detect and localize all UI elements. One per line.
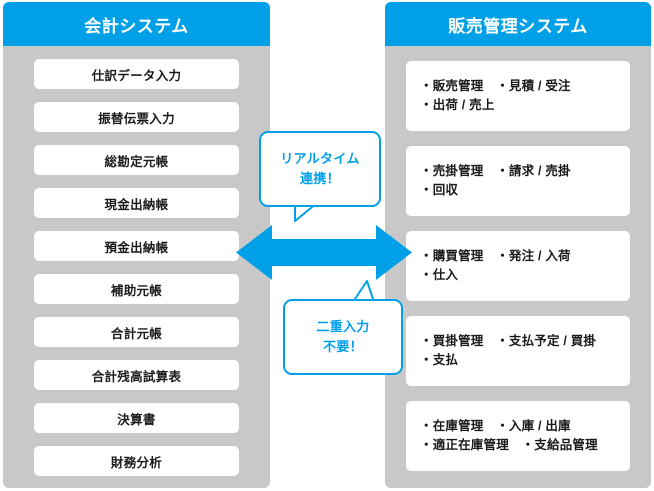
list-item[interactable]: ・売掛管理 ・請求 / 売掛 ・回収 — [406, 146, 630, 216]
list-item-label: 決算書 — [117, 412, 156, 427]
sales-management-system-panel: 販売管理システム ・販売管理 ・見積 / 受注 ・出荷 / 売上 ・売掛管理 ・… — [385, 2, 651, 488]
list-item[interactable]: 現金出納帳 — [34, 188, 239, 218]
accounting-function-list: 仕訳データ入力 振替伝票入力 総勘定元帳 現金出納帳 預金出納帳 補助元帳 合計… — [3, 46, 270, 476]
card-line-2: ・回収 — [420, 183, 459, 197]
callout-line-2: 不要！ — [323, 339, 363, 354]
accounting-system-header: 会計システム — [3, 2, 270, 46]
realtime-link-callout: リアルタイム 連携！ — [259, 131, 383, 223]
card-line-1: ・販売管理 ・見積 / 受注 — [420, 79, 571, 93]
no-double-entry-callout: 二重入力 不要！ — [283, 280, 405, 375]
list-item[interactable]: 合計元帳 — [34, 317, 239, 347]
list-item[interactable]: ・在庫管理 ・入庫 / 出庫 ・適正在庫管理 ・支給品管理 — [406, 401, 630, 471]
list-item[interactable]: 財務分析 — [34, 446, 239, 476]
sales-management-system-header: 販売管理システム — [385, 2, 651, 46]
list-item[interactable]: ・買掛管理 ・支払予定 / 買掛 ・支払 — [406, 316, 630, 386]
callout-balloon: リアルタイム 連携！ — [259, 131, 381, 207]
list-item[interactable]: ・販売管理 ・見積 / 受注 ・出荷 / 売上 — [406, 61, 630, 131]
list-item-label: 合計元帳 — [110, 326, 163, 341]
list-item-label: 補助元帳 — [110, 283, 163, 298]
card-line-1: ・売掛管理 ・請求 / 売掛 — [420, 164, 571, 178]
card-line-1: ・買掛管理 ・支払予定 / 買掛 — [420, 334, 597, 348]
list-item-label: 総勘定元帳 — [104, 154, 169, 169]
list-item-label: 仕訳データ入力 — [91, 68, 182, 83]
accounting-system-panel: 会計システム 仕訳データ入力 振替伝票入力 総勘定元帳 現金出納帳 預金出納帳 … — [3, 2, 270, 488]
list-item[interactable]: 預金出納帳 — [34, 231, 239, 261]
card-line-2: ・仕入 — [420, 268, 459, 282]
callout-line-1: リアルタイム — [280, 151, 360, 166]
card-line-1: ・購買管理 ・発注 / 入荷 — [420, 249, 571, 263]
sales-function-card-list: ・販売管理 ・見積 / 受注 ・出荷 / 売上 ・売掛管理 ・請求 / 売掛 ・… — [385, 46, 651, 471]
list-item[interactable]: 仕訳データ入力 — [34, 59, 239, 89]
list-item-label: 合計残高試算表 — [91, 369, 182, 384]
list-item-label: 現金出納帳 — [104, 197, 169, 212]
list-item[interactable]: 総勘定元帳 — [34, 145, 239, 175]
card-line-2: ・出荷 / 売上 — [420, 98, 495, 112]
double-arrow-horizontal-icon — [236, 225, 412, 280]
card-line-2: ・支払 — [420, 353, 459, 367]
callout-balloon: 二重入力 不要！ — [283, 299, 403, 375]
callout-line-1: 二重入力 — [316, 319, 370, 334]
card-line-1: ・在庫管理 ・入庫 / 出庫 — [420, 419, 571, 433]
list-item[interactable]: 振替伝票入力 — [34, 102, 239, 132]
list-item[interactable]: ・購買管理 ・発注 / 入荷 ・仕入 — [406, 231, 630, 301]
list-item[interactable]: 合計残高試算表 — [34, 360, 239, 390]
sales-management-system-title: 販売管理システム — [448, 16, 588, 36]
accounting-system-title: 会計システム — [84, 16, 189, 36]
list-item[interactable]: 補助元帳 — [34, 274, 239, 304]
list-item-label: 預金出納帳 — [104, 240, 169, 255]
list-item[interactable]: 決算書 — [34, 403, 239, 433]
card-line-2: ・適正在庫管理 ・支給品管理 — [420, 438, 598, 452]
list-item-label: 振替伝票入力 — [98, 111, 175, 126]
list-item-label: 財務分析 — [110, 455, 163, 470]
callout-line-2: 連携！ — [300, 171, 340, 186]
